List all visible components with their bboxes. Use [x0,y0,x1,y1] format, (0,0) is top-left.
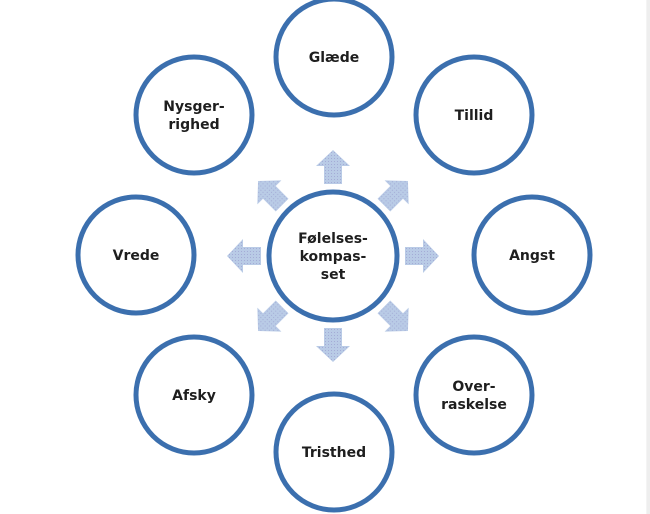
node-label-line: Tristhed [302,445,366,461]
node-circle [413,54,535,176]
page-edge-border [646,0,650,514]
emotion-node-tristhed: Tristhed [273,391,395,513]
node-label-line: Tillid [455,108,494,124]
node-circle [133,334,255,456]
node-label-line: Glæde [309,50,359,66]
arrow-right-icon [405,239,439,273]
emotion-node-afsky: Afsky [133,334,255,456]
node-label-line: Nysger- [163,99,225,115]
node-label-line: Afsky [172,388,216,404]
node-circle [75,194,197,316]
node-label-line: Angst [509,248,555,264]
node-label-line: Over- [452,379,495,395]
arrow-down-icon [316,328,350,362]
node-label-line: set [321,267,346,283]
node-circle [273,391,395,513]
arrow-up-left-icon [257,180,289,212]
node-circle [471,194,593,316]
emotion-node-angst: Angst [471,194,593,316]
emotion-node-tillid: Tillid [413,54,535,176]
arrow-up-right-icon [377,180,409,212]
emotion-node-nysgerrighed: Nysger-righed [133,54,255,176]
node-label-line: kompas- [300,249,367,265]
arrow-down-right-icon [377,300,409,332]
node-label-line: Vrede [113,248,160,264]
emotion-node-vrede: Vrede [75,194,197,316]
center-circle [266,189,400,323]
arrow-up-icon [316,150,350,184]
arrows-layer [227,150,439,362]
node-label-line: Følelses- [298,231,368,247]
center-node: Følelses-kompas-set [266,189,400,323]
node-circle [273,0,395,118]
emotion-node-overraskelse: Over-raskelse [413,334,535,456]
node-circle [133,54,255,176]
node-circle [413,334,535,456]
node-label-line: righed [168,117,219,133]
node-label-line: raskelse [441,397,507,413]
arrow-down-left-icon [257,300,289,332]
arrow-left-icon [227,239,261,273]
emotion-node-glaede: Glæde [273,0,395,118]
